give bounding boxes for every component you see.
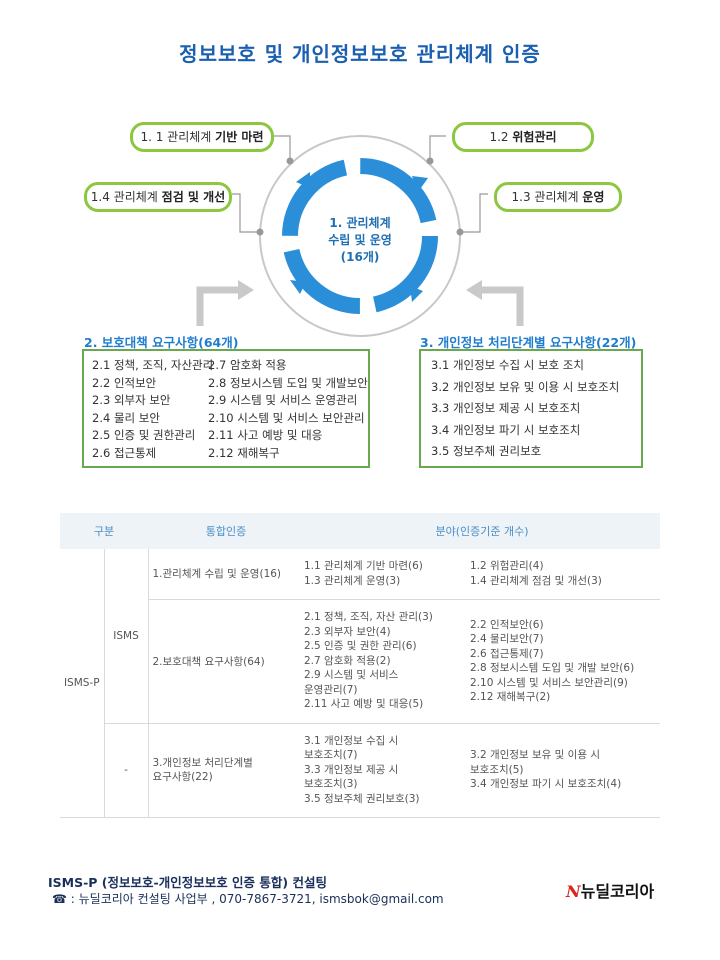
isms-label: ISMS: [103, 549, 148, 724]
row2-right: 2.2 인적보안(6)2.4 물리보안(7)2.6 접근통제(7) 2.8 정보…: [470, 599, 660, 724]
row3-area: 3.개인정보 처리단계별 요구사항(22): [147, 723, 304, 818]
certification-table: 구분 통합인증 분야(인증기준 개수) ISMS-P ISMS 1.관리체계 수…: [60, 513, 660, 818]
footer-title: ISMS-P (정보보호-개인정보보호 인증 통합) 컨설팅: [48, 875, 327, 890]
row1-left: 1.1 관리체계 기반 마련(6)1.3 관리체계 운영(3): [304, 549, 470, 600]
cycle-diagram: [196, 135, 524, 337]
pill-1-2: 1.2 위험관리: [452, 122, 594, 152]
row2-left: 2.1 정책, 조직, 자산 관리(3)2.3 외부자 보안(4)2.5 인증 …: [304, 599, 470, 724]
grey-arrow-right: [480, 286, 524, 326]
row2-area: 2.보호대책 요구사항(64): [147, 599, 304, 724]
row1-area: 1.관리체계 수립 및 운영(16): [147, 549, 304, 600]
pill-1-3: 1.3 관리체계 운영: [494, 182, 622, 212]
phone-icon: ☎: [52, 892, 67, 906]
blue-cycle-ring: [282, 158, 438, 314]
logo-mark-icon: N: [566, 882, 581, 901]
header-category: 구분: [60, 513, 148, 549]
cycle-arrow-1: [412, 176, 428, 192]
cycle-arrow-3: [290, 280, 306, 294]
page-title: 정보보호 및 개인정보보호 관리체계 인증: [179, 42, 541, 66]
cycle-arrow-2: [410, 286, 423, 302]
row3-right: 3.2 개인정보 보유 및 이용 시 보호조치(5)3.4 개인정보 파기 시 …: [470, 723, 660, 818]
section2-heading: 2. 보호대책 요구사항(64개): [84, 335, 239, 350]
cycle-center-label: 1. 관리체계 수립 및 운영 (16개): [328, 216, 392, 264]
pill-1-4: 1.4 관리체계 점검 및 개선: [84, 182, 232, 212]
row3-left: 3.1 개인정보 수집 시 보호조치(7)3.3 개인정보 제공 시 보호조치(…: [304, 723, 470, 818]
cycle-arrow-4: [296, 172, 310, 188]
company-logo: N뉴딜코리아: [566, 882, 655, 901]
row3-dash: -: [103, 723, 148, 818]
footer-contact: ☎ : 뉴딜코리아 컨설팅 사업부 , 070-7867-3721, ismsb…: [52, 892, 444, 906]
header-area: 분야(인증기준 개수): [304, 513, 660, 549]
isms-p-label: ISMS-P: [60, 549, 104, 818]
section3-heading: 3. 개인정보 처리단계별 요구사항(22개): [420, 335, 637, 350]
row1-right: 1.2 위험관리(4)1.4 관리체계 점검 및 개선(3): [470, 549, 660, 600]
pill-1-1: 1. 1 관리체계 기반 마련: [130, 122, 274, 152]
grey-arrow-left: [196, 286, 240, 326]
header-integrated: 통합인증: [148, 513, 304, 549]
outer-circle: [259, 135, 461, 337]
